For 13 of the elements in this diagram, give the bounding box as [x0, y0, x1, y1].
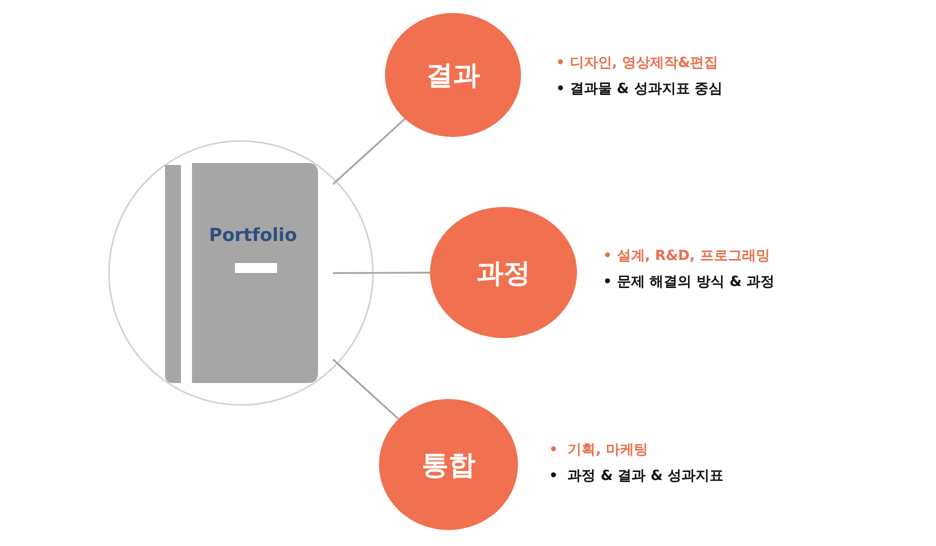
bullet-item: • 문제 해결의 방식 & 과정 — [603, 273, 775, 292]
bullet-item: • 디자인, 영상제작&편집 — [556, 54, 720, 73]
bullet-item: • 기획, 마케팅 — [549, 441, 649, 460]
notebook-title: Portfolio — [209, 225, 297, 246]
category-circle: 과정 — [430, 207, 577, 338]
connector-line — [332, 358, 400, 420]
category-circle: 통합 — [379, 399, 518, 530]
category-circle: 결과 — [385, 13, 521, 137]
connector-line — [333, 272, 430, 274]
bullet-item: • 과정 & 결과 & 성과지표 — [549, 467, 724, 486]
bullet-item: • 결과물 & 성과지표 중심 — [556, 80, 723, 99]
connector-line — [332, 118, 406, 185]
bullet-item: • 설계, R&D, 프로그래밍 — [603, 247, 771, 266]
